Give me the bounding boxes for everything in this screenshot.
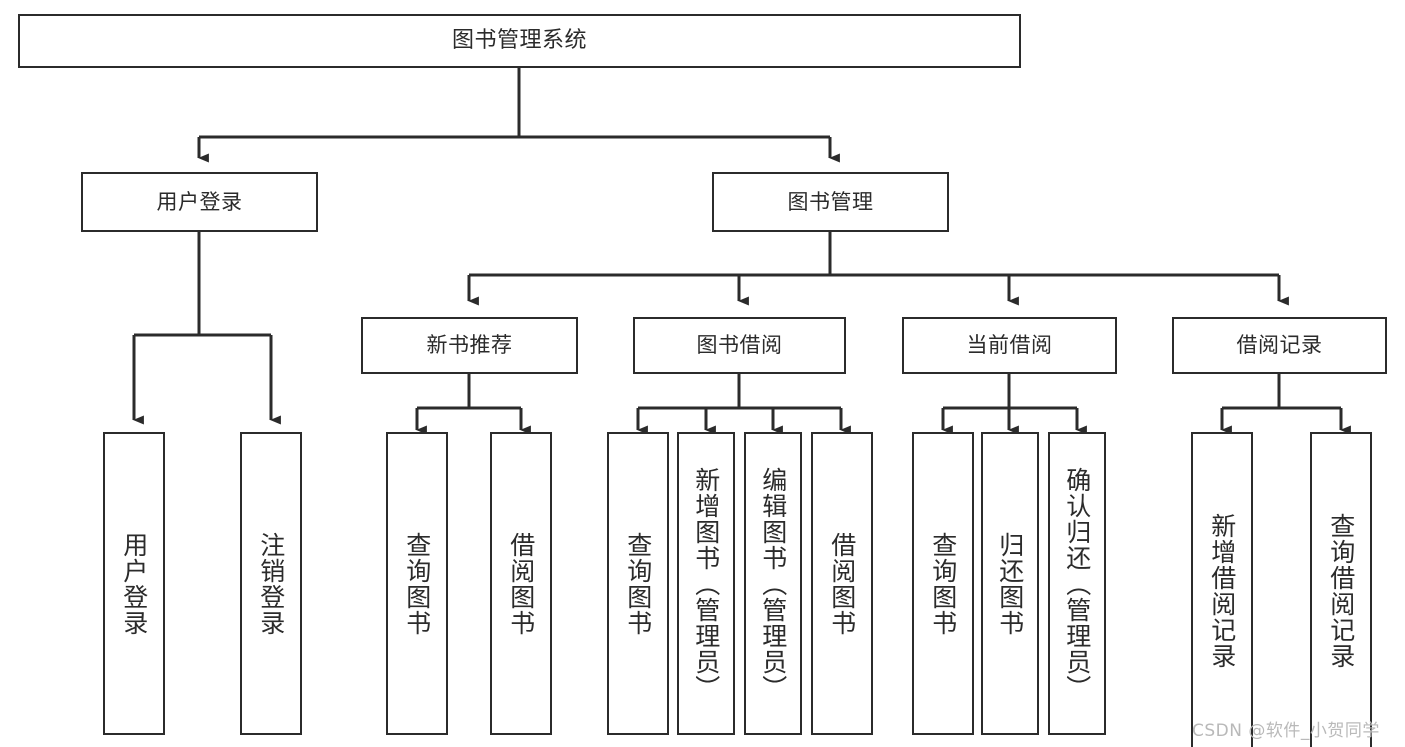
leaf-book-borrow-add-book-admin[interactable]: 新增图书（管理员） (677, 432, 735, 735)
leaf-book-borrow-borrow-book[interactable]: 借阅图书 (811, 432, 873, 735)
node-label: 归还图书 (995, 531, 1025, 636)
node-label: 借阅图书 (827, 531, 857, 636)
node-label: 新书推荐 (426, 333, 513, 358)
node-label: 新增借阅记录 (1207, 513, 1237, 669)
node-label: 新增图书（管理员） (691, 466, 721, 701)
node-root-book-management-system[interactable]: 图书管理系统 (18, 14, 1021, 68)
node-label: 借阅记录 (1236, 333, 1323, 358)
node-book-borrow[interactable]: 图书借阅 (633, 317, 846, 374)
node-label: 编辑图书（管理员） (758, 466, 788, 701)
node-new-book-recommend[interactable]: 新书推荐 (361, 317, 578, 374)
leaf-borrow-record-add-record[interactable]: 新增借阅记录 (1191, 432, 1253, 747)
node-label: 图书借阅 (696, 333, 783, 358)
leaf-book-borrow-query-book[interactable]: 查询图书 (607, 432, 669, 735)
leaf-current-borrow-confirm-return-admin[interactable]: 确认归还（管理员） (1048, 432, 1106, 735)
node-label: 查询图书 (928, 531, 958, 636)
leaf-new-book-query-book[interactable]: 查询图书 (386, 432, 448, 735)
leaf-current-borrow-return-book[interactable]: 归还图书 (981, 432, 1039, 735)
node-label: 查询图书 (402, 531, 432, 636)
node-label: 注销登录 (256, 531, 286, 636)
node-label: 查询借阅记录 (1326, 513, 1356, 669)
leaf-user-login-logout[interactable]: 注销登录 (240, 432, 302, 735)
leaf-current-borrow-query-book[interactable]: 查询图书 (912, 432, 974, 735)
node-label: 借阅图书 (506, 531, 536, 636)
node-label: 确认归还（管理员） (1062, 466, 1092, 701)
leaf-user-login-login[interactable]: 用户登录 (103, 432, 165, 735)
node-label: 用户登录 (156, 189, 243, 214)
leaf-borrow-record-query-record[interactable]: 查询借阅记录 (1310, 432, 1372, 747)
node-current-borrow[interactable]: 当前借阅 (902, 317, 1117, 374)
node-label: 查询图书 (623, 531, 653, 636)
node-label: 用户登录 (119, 531, 149, 636)
leaf-new-book-borrow-book[interactable]: 借阅图书 (490, 432, 552, 735)
node-borrow-record[interactable]: 借阅记录 (1172, 317, 1387, 374)
node-book-management[interactable]: 图书管理 (712, 172, 949, 232)
node-user-login[interactable]: 用户登录 (81, 172, 318, 232)
node-label: 当前借阅 (966, 333, 1053, 358)
node-label: 图书管理系统 (451, 28, 587, 54)
csdn-watermark: CSDN @软件_小贺同学 (1192, 721, 1380, 741)
node-label: 图书管理 (787, 189, 874, 214)
leaf-book-borrow-edit-book-admin[interactable]: 编辑图书（管理员） (744, 432, 802, 735)
